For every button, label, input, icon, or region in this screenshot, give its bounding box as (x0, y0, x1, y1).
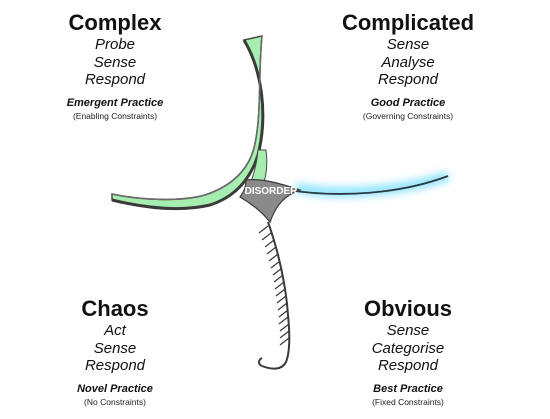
quadrant-title: Complicated (341, 10, 475, 35)
quadrant-step: Respond (84, 71, 146, 88)
quadrant-step: Sense (93, 339, 137, 357)
obvious-boundary-hatches (258, 225, 290, 346)
quadrant-step: Categorise (371, 339, 445, 357)
obvious-boundary-line (261, 221, 291, 370)
quadrant-practice: Best Practice (373, 382, 443, 395)
quadrant-constraint: (Enabling Constraints) (72, 110, 158, 121)
quadrant-title: Complex (68, 10, 162, 35)
quadrant-step: Sense (386, 36, 430, 53)
disorder-label: DISORDER (245, 186, 299, 197)
quadrant-step: Respond (377, 71, 439, 88)
quadrant-step: Respond (377, 357, 439, 374)
quadrant-practice: Emergent Practice (66, 96, 164, 109)
quadrant-step: Sense (93, 53, 137, 71)
quadrant-step: Respond (84, 357, 146, 374)
complicated-boundary-line (287, 175, 449, 195)
quadrant-constraint: (No Constraints) (84, 396, 146, 407)
quadrant-constraint: (Fixed Constraints) (372, 396, 444, 407)
quadrant-title: Chaos (81, 296, 149, 321)
quadrant-obvious: Obvious Sense Categorise Respond Best Pr… (318, 296, 498, 408)
quadrant-practice: Good Practice (370, 96, 446, 109)
complex-boundary-edge-inner (111, 35, 263, 201)
quadrant-complex: Complex Probe Sense Respond Emergent Pra… (25, 10, 205, 122)
quadrant-step: Analyse (381, 53, 435, 71)
quadrant-step: Sense (386, 322, 430, 339)
quadrant-step: Act (104, 322, 126, 339)
quadrant-title: Obvious (363, 296, 452, 321)
quadrant-step: Probe (94, 36, 136, 53)
quadrant-practice: Novel Practice (77, 382, 153, 395)
obvious-cliff-hook (258, 357, 263, 367)
disorder-center (239, 179, 302, 224)
quadrant-complicated: Complicated Sense Analyse Respond Good P… (318, 10, 498, 122)
quadrant-constraint: (Governing Constraints) (362, 110, 454, 121)
quadrant-chaos: Chaos Act Sense Respond Novel Practice (… (25, 296, 205, 408)
